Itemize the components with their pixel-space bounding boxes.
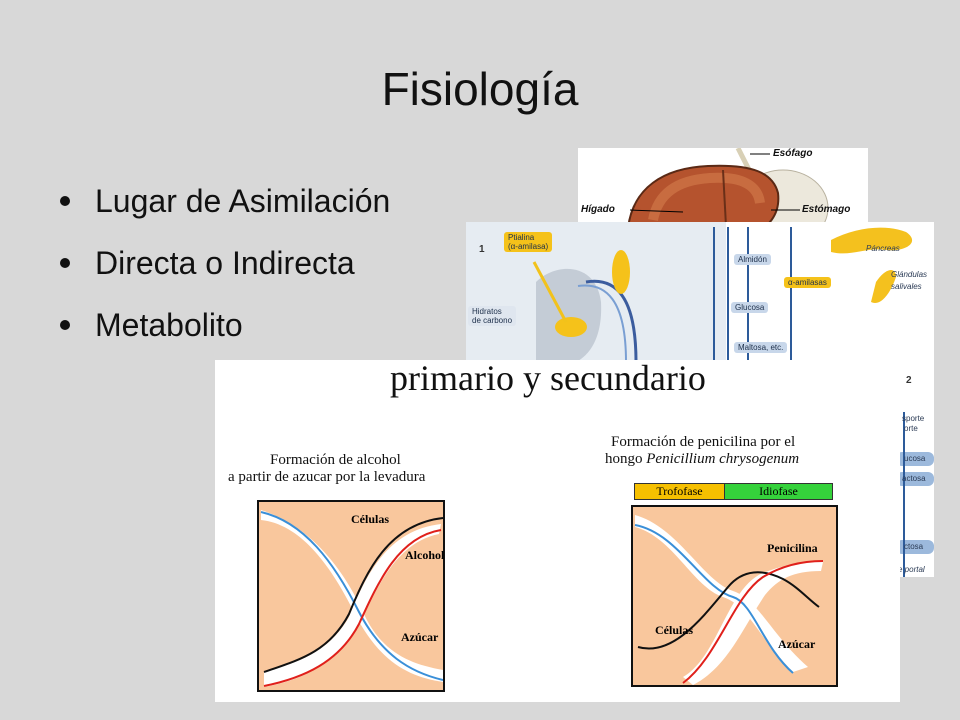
bullet-item: Directa o Indirecta [58, 237, 390, 299]
right-chart-title-prefix: hongo [605, 451, 647, 467]
ucosa-label: ucosa [904, 454, 926, 463]
section-number-two: 2 [906, 375, 912, 386]
left-sugar-label: Azúcar [401, 630, 439, 644]
hidratos-label-line1: Hidratos [472, 307, 502, 316]
glandulas-label-line1: Glándulas [891, 270, 928, 279]
right-chart-plot: Penicilina Células Azúcar [631, 505, 838, 687]
esofago-label: Esófago [773, 148, 813, 159]
right-chart-title-line2: hongo Penicillium chrysogenum [605, 451, 799, 468]
left-chart-curves [260, 510, 443, 687]
liver-illustration: Esófago Hígado Estómago [578, 148, 868, 228]
left-chart-title-line2: a partir de azucar por la levadura [228, 469, 426, 485]
alfa-amilasa-label: (α-amilasa) [508, 242, 549, 251]
maltosa-box: Maltosa, etc. [734, 342, 788, 353]
ctosa-label: ctosa [904, 542, 924, 551]
sporte-label: sporte [902, 414, 925, 423]
right-sugar-label: Azúcar [778, 637, 816, 651]
amilasas-box: α-amilasas [784, 277, 831, 288]
right-cells-label: Células [655, 623, 694, 637]
ptialina-label: Ptialina [508, 233, 535, 242]
phase-idiofase: Idiofase [724, 483, 833, 500]
hidratos-box: Hidratos de carbono [468, 306, 517, 326]
curves-heading: primario y secundario [390, 360, 706, 398]
portal-label: e portal [898, 565, 925, 574]
bullet-item: Metabolito [58, 299, 390, 361]
left-chart-plot: Células Alcohol Azúcar [257, 500, 445, 692]
liver-drawing [626, 148, 829, 228]
left-cells-label: Células [351, 512, 390, 526]
orte-label: orte [904, 424, 918, 433]
right-chart-curves [634, 515, 824, 685]
slide-title: Fisiología [381, 63, 579, 115]
right-chart-title-line1: Formación de penicilina por el [611, 434, 796, 450]
bullet-item: Lugar de Asimilación [58, 175, 390, 237]
glandulas-label-line2: salivales [891, 282, 922, 291]
estomago-label: Estómago [802, 204, 851, 215]
actosa-label: actosa [902, 474, 926, 483]
pancreas-label: Páncreas [866, 244, 900, 253]
growth-curves-panel: primario y secundario Formación de alcoh… [215, 360, 900, 702]
right-chart-title-species: Penicillium chrysogenum [646, 451, 800, 467]
section-number-one: 1 [479, 244, 485, 255]
phase-trofofase: Trofofase [634, 483, 725, 500]
left-chart-title-line1: Formación de alcohol [270, 452, 401, 468]
glucosa-box: Glucosa [731, 302, 769, 313]
hidratos-label-line2: de carbono [472, 316, 513, 325]
higado-label: Hígado [581, 204, 615, 215]
ptialina-box: Ptialina (α-amilasa) [504, 232, 553, 252]
bullet-list: Lugar de Asimilación Directa o Indirecta… [58, 175, 390, 361]
almidon-box: Almidón [734, 254, 771, 265]
right-penicillin-label: Penicilina [767, 541, 818, 555]
left-alcohol-label: Alcohol [405, 548, 445, 562]
